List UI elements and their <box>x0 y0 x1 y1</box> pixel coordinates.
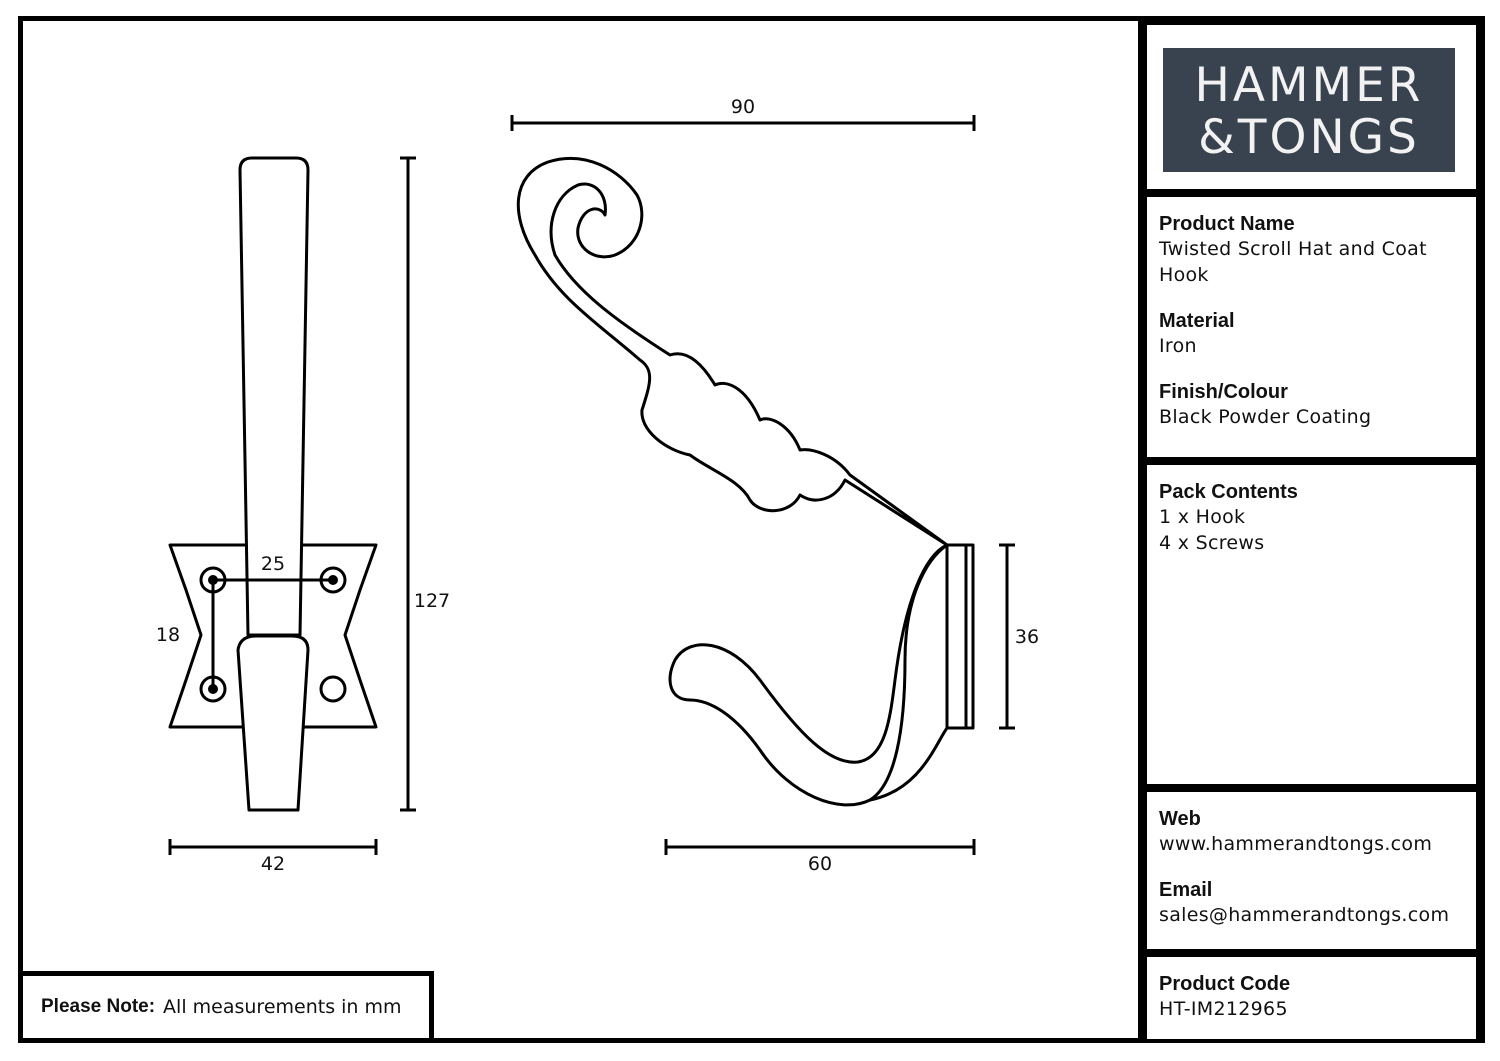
drawing-frame <box>18 16 1485 1043</box>
logo-line-2: &TONGS <box>1198 110 1420 165</box>
material-label: Material <box>1159 310 1235 332</box>
dim-hole-spacing-h: 25 <box>261 553 285 575</box>
sidebar-divider <box>1138 16 1143 1043</box>
material-value: Iron <box>1159 335 1197 357</box>
dim-front-height: 127 <box>414 590 450 612</box>
email-link[interactable]: sales@hammerandtongs.com <box>1159 904 1450 926</box>
contact-panel: Web www.hammerandtongs.com Email sales@h… <box>1143 788 1480 953</box>
pack-contents-panel: Pack Contents 1 x Hook 4 x Screws <box>1143 461 1480 788</box>
product-code-value: HT-IM212965 <box>1159 998 1288 1020</box>
pack-contents-label: Pack Contents <box>1159 481 1298 503</box>
dim-side-projection: 60 <box>808 853 832 875</box>
brand-logo: HAMMER &TONGS <box>1163 48 1455 172</box>
dim-side-width: 90 <box>731 96 755 118</box>
product-info-panel: Product Name Twisted Scroll Hat and Coat… <box>1143 193 1480 461</box>
product-name-value: Twisted Scroll Hat and Coat Hook <box>1159 238 1427 286</box>
web-link[interactable]: www.hammerandtongs.com <box>1159 833 1433 855</box>
finish-label: Finish/Colour <box>1159 381 1288 403</box>
dim-front-width: 42 <box>261 853 285 875</box>
front-backplate <box>168 543 378 729</box>
logo-line-1: HAMMER <box>1194 58 1424 113</box>
front-upper-arm <box>238 156 310 637</box>
dim-plate-height: 36 <box>1015 626 1039 648</box>
web-label: Web <box>1159 808 1201 830</box>
note-label: Please Note: <box>41 996 156 1017</box>
email-label: Email <box>1159 879 1213 901</box>
pack-item: 4 x Screws <box>1159 532 1265 554</box>
side-hook-lower <box>668 543 948 807</box>
finish-value: Black Powder Coating <box>1159 406 1372 428</box>
side-hook-outline <box>516 156 949 547</box>
measurement-note: Please Note: All measurements in mm <box>18 971 434 1043</box>
screw-hole <box>319 675 347 703</box>
product-code-label: Product Code <box>1159 973 1291 995</box>
side-plate <box>945 543 975 730</box>
note-text: All measurements in mm <box>163 996 402 1018</box>
dim-hole-spacing-v: 18 <box>156 624 180 646</box>
product-name-label: Product Name <box>1159 213 1295 235</box>
pack-item: 1 x Hook <box>1159 506 1246 528</box>
front-lower-arm <box>236 634 310 812</box>
product-code-panel: Product Code HT-IM212965 <box>1143 953 1480 1043</box>
